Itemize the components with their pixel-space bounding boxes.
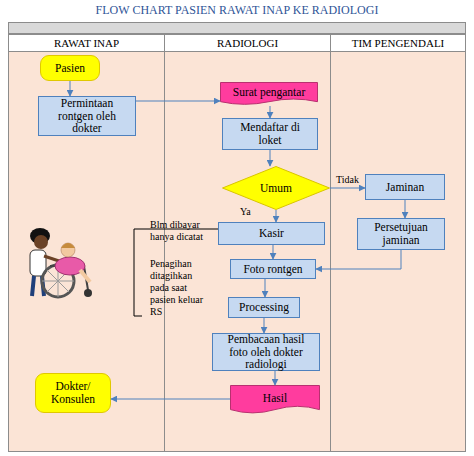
diamond-fill	[223, 167, 330, 210]
end-terminator: Dokter/ Konsulen	[35, 373, 111, 413]
document-shape: Surat pengantar	[220, 82, 318, 106]
edge-label: Tidak	[336, 174, 359, 185]
node-text: Pasien	[55, 62, 85, 75]
swimlane: RAWAT INAP PasienPermintaan rontgen oleh …	[8, 34, 165, 452]
lane-heading: RADIOLOGI	[165, 35, 330, 52]
document-fill	[221, 83, 318, 105]
node-text: Foto rontgen	[243, 263, 302, 276]
lane-top-strip	[8, 22, 466, 34]
node-text: Kasir	[259, 227, 284, 240]
node-text: Processing	[239, 301, 289, 314]
process-box: Pembacaan hasil foto oleh dokter radiolo…	[212, 333, 320, 371]
process-box: Persetujuan jaminan	[357, 218, 445, 250]
node-text: Mendaftar di loket	[228, 121, 312, 147]
decision-diamond: Umum	[222, 166, 330, 210]
node-text: Jaminan	[386, 181, 424, 194]
node-text: Umum	[260, 182, 292, 195]
process-box: Permintaan rontgen oleh dokter	[38, 96, 136, 136]
node-text: Surat pengantar	[233, 86, 306, 99]
process-box: Mendaftar di loket	[222, 118, 318, 150]
process-box: Jaminan	[365, 174, 445, 200]
lane-heading: TIM PENGENDALI	[331, 35, 465, 52]
process-box: Kasir	[218, 222, 325, 245]
process-box: Foto rontgen	[230, 259, 316, 279]
document-shape: Hasil	[230, 385, 320, 415]
document-fill	[231, 386, 320, 413]
chart-title: FLOW CHART PASIEN RAWAT INAP KE RADIOLOG…	[0, 3, 474, 18]
note-text: Blm dibayar hanya dicatat	[150, 219, 212, 243]
node-text: Hasil	[263, 392, 287, 405]
lane-heading: RAWAT INAP	[9, 35, 164, 52]
swimlane: RADIOLOGI Surat pengantarMendaftar di lok…	[164, 34, 331, 452]
edge-label: Ya	[240, 206, 251, 217]
swimlane: TIM PENGENDALI JaminanPersetujuan jaminan	[330, 34, 466, 452]
node-text: Permintaan rontgen oleh dokter	[44, 97, 130, 136]
process-box: Processing	[228, 297, 300, 318]
start-terminator: Pasien	[40, 55, 100, 81]
note-text: Penagihan ditagihkan pada saat pasien ke…	[150, 258, 212, 318]
node-text: Dokter/ Konsulen	[41, 380, 105, 406]
node-text: Pembacaan hasil foto oleh dokter radiolo…	[218, 333, 314, 372]
node-text: Persetujuan jaminan	[363, 221, 439, 247]
